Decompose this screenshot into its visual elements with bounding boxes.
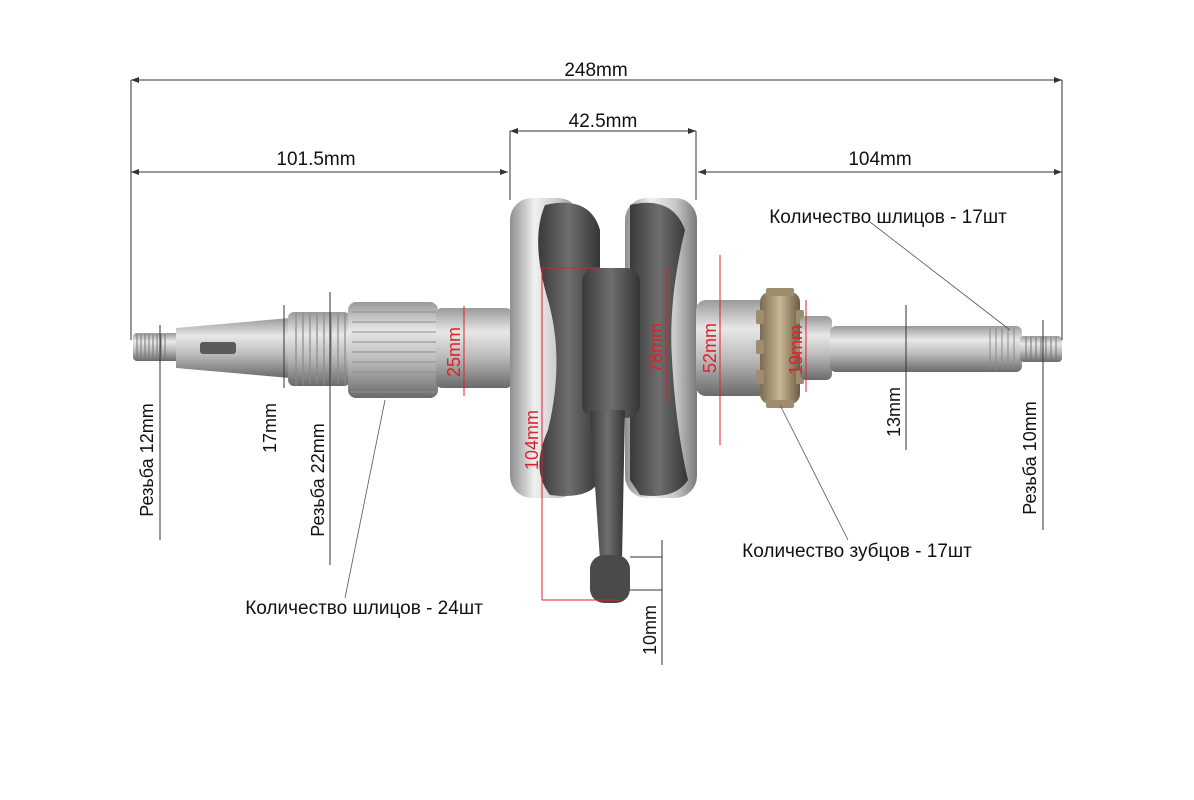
- dim-crank-web-inner: 78mm: [646, 323, 666, 373]
- thread-22-label: Резьба 22mm: [308, 423, 328, 536]
- rod-small-end: [590, 555, 630, 603]
- thread-12-label: Резьба 12mm: [137, 403, 157, 516]
- dim-left-shaft-length: 101.5mm: [276, 149, 355, 170]
- dim-flywheel-diameter: 52mm: [700, 323, 720, 373]
- right-thread-end: [1020, 336, 1062, 362]
- right-main-shaft: [696, 300, 768, 396]
- dim-spline-diameter-left: 25mm: [444, 327, 464, 377]
- thread-10-label: Резьба 10mm: [1020, 401, 1040, 514]
- left-thread-end: [133, 333, 179, 361]
- dim-overall-length: 248mm: [564, 60, 627, 81]
- dim-shaft-13: 13mm: [884, 387, 904, 437]
- dim-crank-height: 104mm: [522, 410, 542, 470]
- dim-flywheel-width: 42.5mm: [569, 111, 638, 132]
- right-long-shaft: [830, 326, 1022, 372]
- connecting-rod: [590, 410, 625, 560]
- note-splines-right: Количество шлицов - 17шт: [769, 207, 1007, 228]
- keyway: [200, 342, 236, 354]
- note-teeth: Количество зубцов - 17шт: [742, 541, 972, 562]
- right-spline: [989, 328, 1015, 370]
- right-crank-web: [630, 202, 688, 496]
- left-thread-22: [288, 312, 350, 386]
- note-splines-left: Количество шлицов - 24шт: [245, 598, 483, 619]
- dim-right-shaft-length: 104mm: [848, 149, 911, 170]
- dim-rod-end-width: 10mm: [640, 605, 660, 655]
- crank-pin: [582, 268, 640, 418]
- crankshaft-illustration: [133, 198, 1062, 603]
- dim-shaft-17: 17mm: [260, 403, 280, 453]
- left-main-shaft: [436, 308, 512, 388]
- dim-gear-diameter: 19mm: [786, 325, 806, 375]
- dimension-lines: [130, 77, 1063, 665]
- right-collar: [800, 316, 832, 380]
- left-spline: [348, 302, 438, 398]
